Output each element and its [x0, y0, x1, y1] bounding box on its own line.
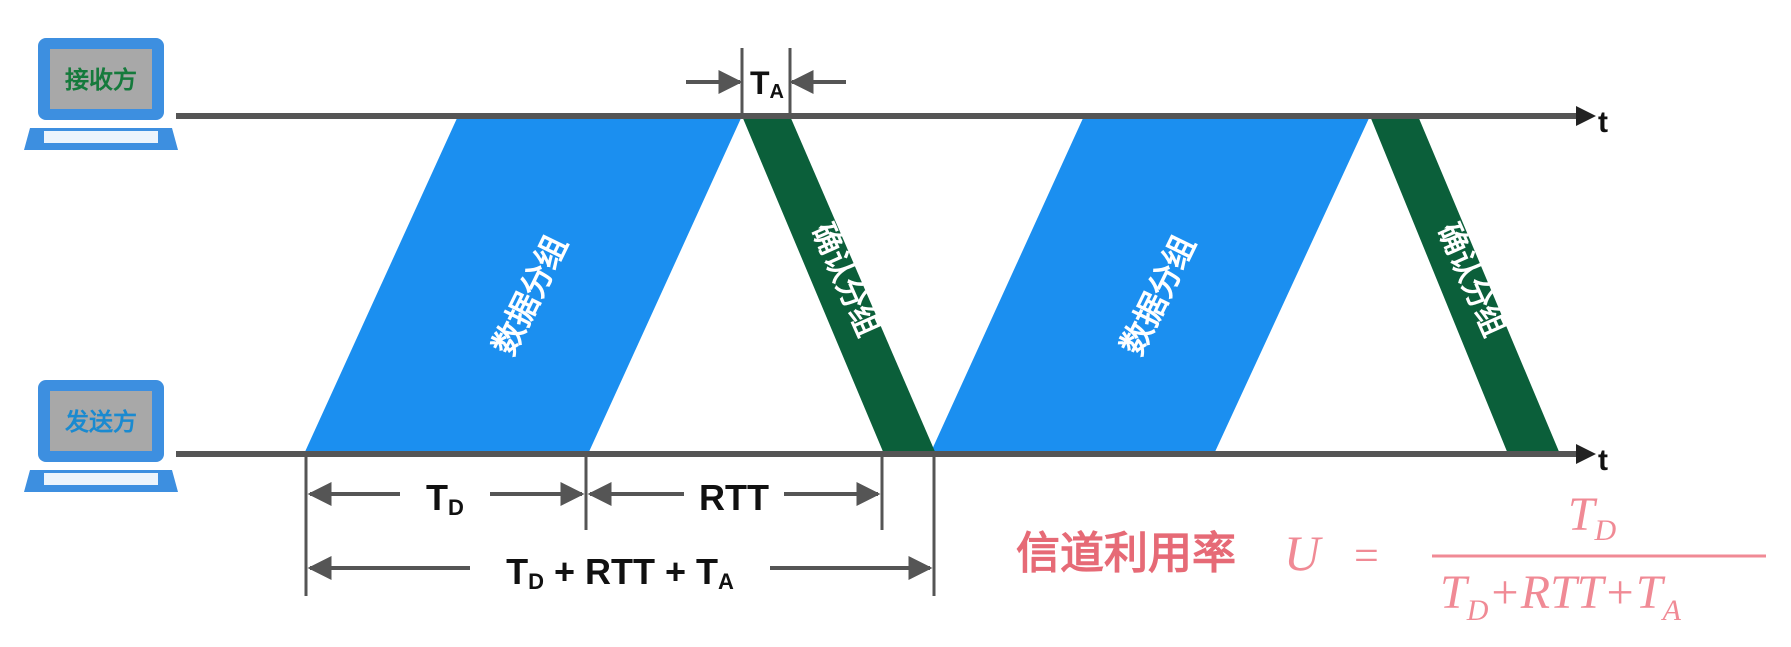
formula-title: 信道利用率	[1016, 529, 1236, 578]
receiver-laptop-icon	[24, 38, 178, 150]
total-label: TD+ RTT +TA	[506, 551, 734, 594]
receiver-label: 接收方	[65, 66, 137, 94]
td-label: TD	[426, 477, 464, 520]
formula-denominator: TD+RTT+TA	[1440, 566, 1682, 627]
receiver-axis-arrow	[1576, 106, 1596, 126]
ta-marker	[686, 48, 846, 116]
ack-packet-1	[742, 116, 936, 454]
ack-packet-2	[1370, 116, 1560, 454]
receiver-axis-label: t	[1598, 106, 1608, 139]
data-packet-1	[304, 116, 742, 454]
rtt-label: RTT	[699, 477, 769, 518]
sender-axis-label: t	[1598, 444, 1608, 477]
formula-equals: =	[1354, 531, 1379, 580]
sender-laptop-icon	[24, 380, 178, 492]
data-packet-2	[930, 116, 1370, 454]
sender-axis-arrow	[1576, 444, 1596, 464]
formula-lhs: U	[1284, 525, 1323, 581]
ta-label: TA	[750, 65, 784, 103]
sender-label: 发送方	[64, 408, 137, 436]
formula-numerator: TD	[1568, 488, 1617, 547]
